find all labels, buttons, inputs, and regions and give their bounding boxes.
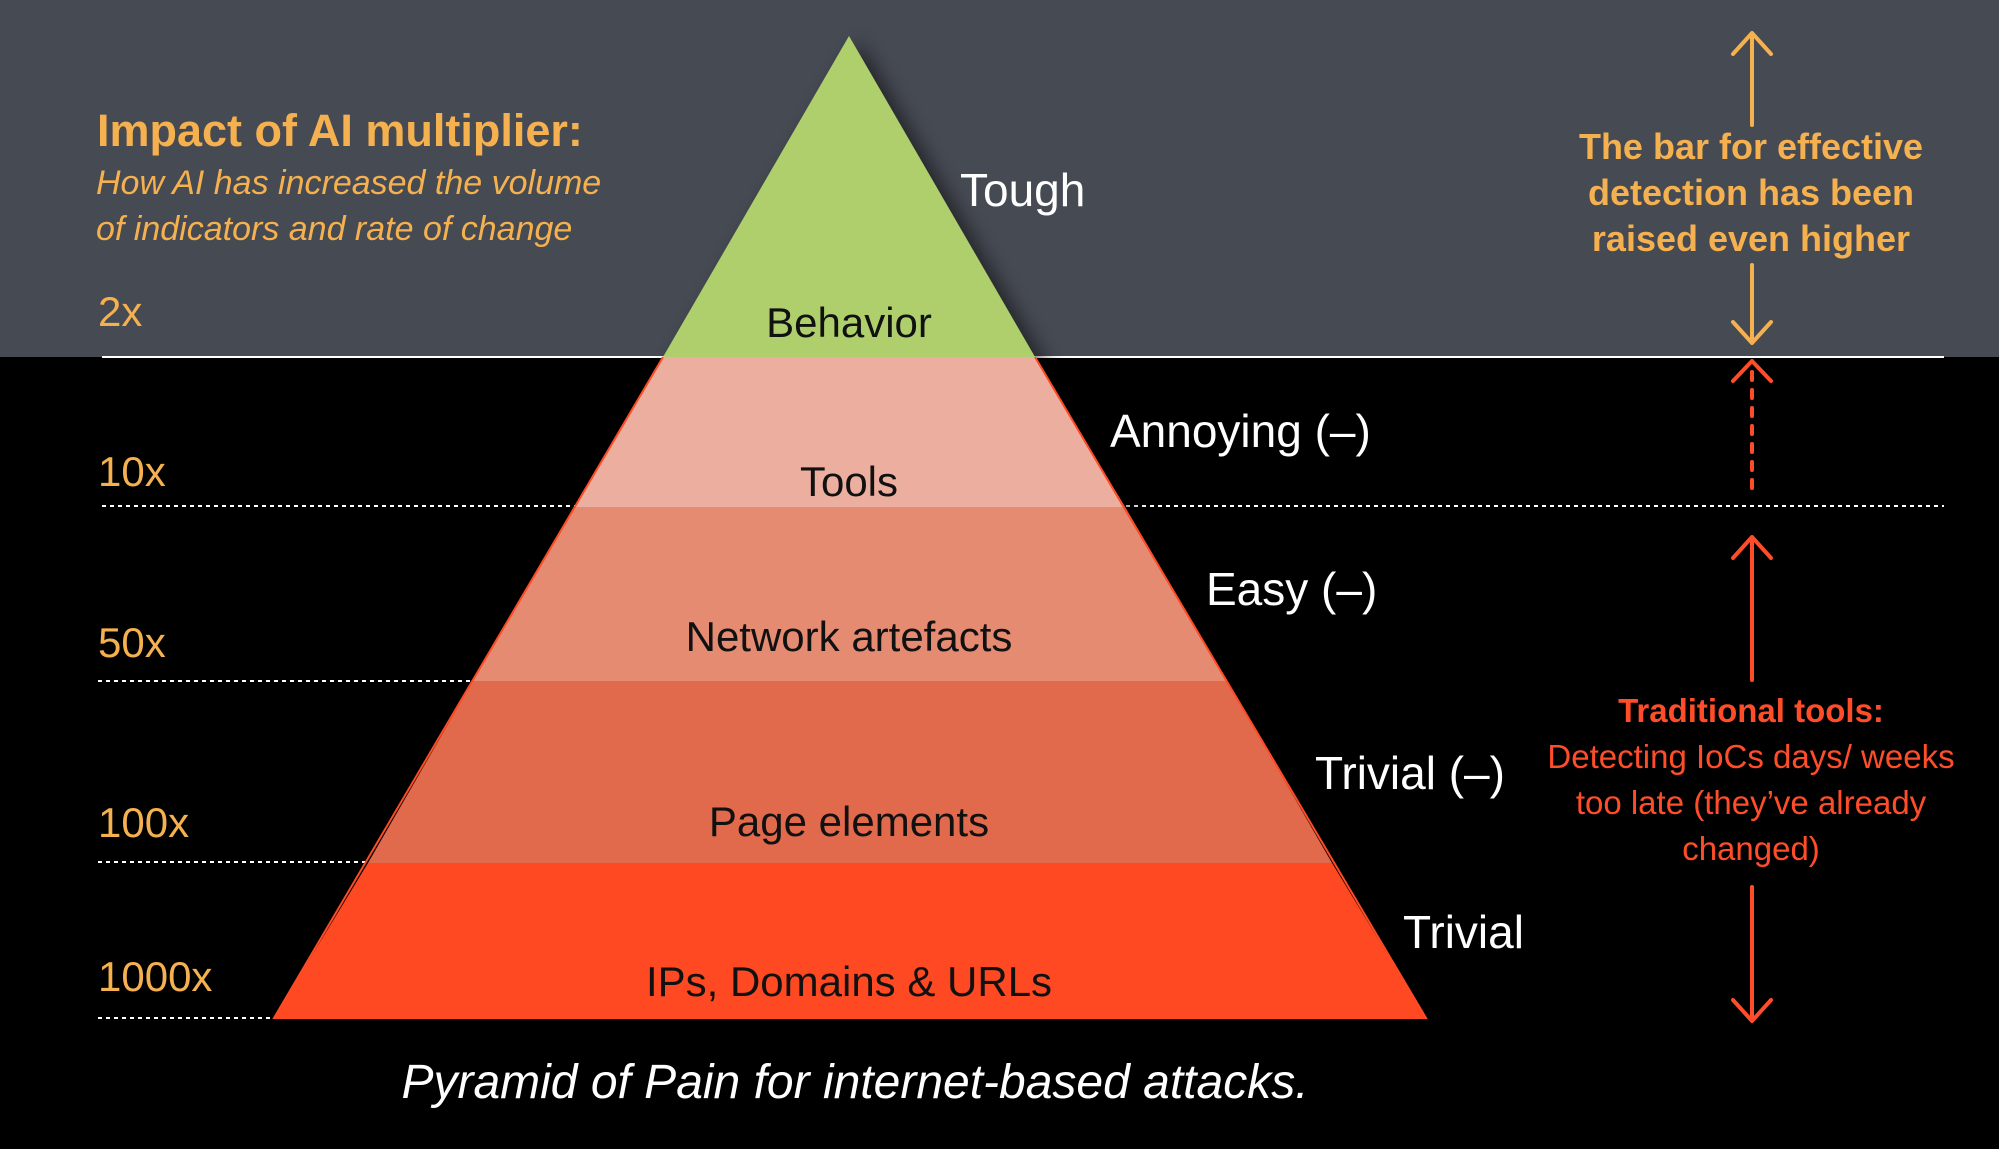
dotted-arrow-up-icon xyxy=(1731,359,1773,500)
subtitle-line-2: of indicators and rate of change xyxy=(96,210,573,248)
difficulty-annoying: Annoying (–) xyxy=(1110,405,1371,457)
multiplier-100x: 100x xyxy=(98,799,190,846)
layer-label-behavior: Behavior xyxy=(766,299,932,346)
arrow-down-icon xyxy=(1731,263,1773,345)
note-detection-bar: The bar for effective detection has been… xyxy=(1578,126,1924,259)
note-traditional-tools-body: Detecting IoCs days/ weeks too late (the… xyxy=(1547,738,1955,867)
multiplier-2x: 2x xyxy=(98,288,143,335)
layer-ips-domains-urls xyxy=(274,863,1426,1018)
diagram-caption: Pyramid of Pain for internet-based attac… xyxy=(401,1056,1309,1109)
layer-network-artefacts xyxy=(473,507,1227,681)
arrow-up-icon xyxy=(1731,31,1773,127)
multiplier-10x: 10x xyxy=(98,448,166,495)
double-arrow-icon xyxy=(1731,535,1773,1023)
layer-label-tools: Tools xyxy=(799,458,899,505)
pyramid-outline xyxy=(272,356,1428,1019)
layer-label-ips-domains-urls: IPs, Domains & URLs xyxy=(645,958,1053,1005)
difficulty-trivial: Trivial xyxy=(1403,906,1524,958)
layer-behavior xyxy=(663,36,1035,357)
layer-label-network-artefacts: Network artefacts xyxy=(685,613,1013,660)
note-traditional-tools: Traditional tools: Detecting IoCs days/ … xyxy=(1535,688,1967,872)
multiplier-50x: 50x xyxy=(98,619,166,666)
layer-page-elements xyxy=(368,681,1332,863)
note-traditional-tools-heading: Traditional tools: xyxy=(1618,692,1884,729)
difficulty-easy: Easy (–) xyxy=(1206,563,1378,615)
layer-label-page-elements: Page elements xyxy=(708,798,990,845)
difficulty-trivial-minus: Trivial (–) xyxy=(1315,747,1505,799)
multiplier-1000x: 1000x xyxy=(98,953,213,1000)
diagram-title: Impact of AI multiplier: xyxy=(97,105,583,156)
subtitle-line-1: How AI has increased the volume xyxy=(96,164,602,202)
pyramid xyxy=(274,36,1426,1018)
diagram-subtitle: How AI has increased the volume of indic… xyxy=(96,160,601,252)
layer-tools xyxy=(575,357,1125,507)
difficulty-tough: Tough xyxy=(960,164,1086,216)
